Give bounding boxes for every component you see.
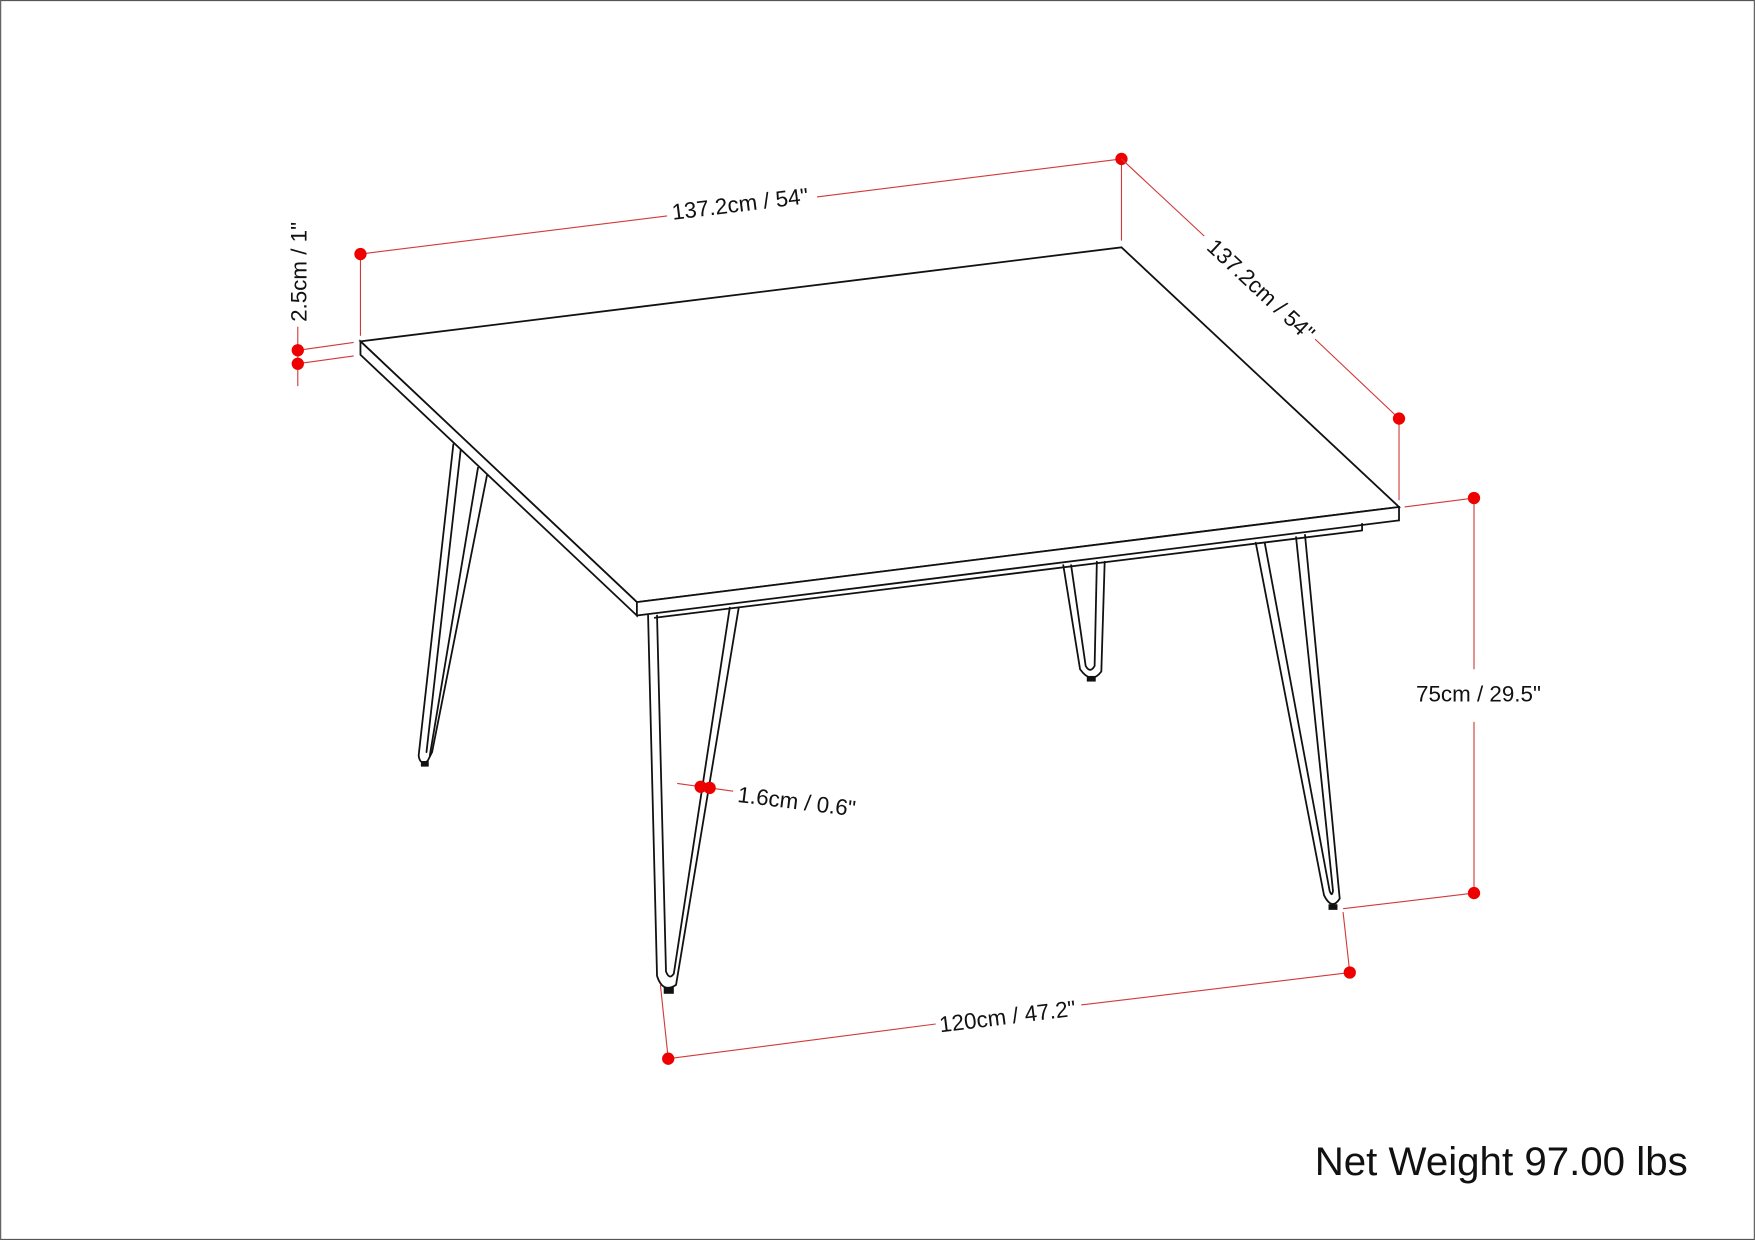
- dimension-thickness: 2.5cm / 1": [287, 222, 354, 387]
- leg-front-right: [1254, 534, 1341, 910]
- leg-back-right: [1062, 560, 1106, 682]
- leg-back-left: [417, 443, 488, 767]
- tabletop: [358, 246, 1402, 619]
- dimension-height: 75cm / 29.5": [1342, 491, 1541, 910]
- net-weight-label: Net Weight 97.00 lbs: [1315, 1139, 1688, 1184]
- leg-front: [647, 606, 740, 994]
- thickness-label: 2.5cm / 1": [287, 222, 312, 322]
- table-drawing: [358, 246, 1402, 994]
- height-label: 75cm / 29.5": [1416, 682, 1541, 707]
